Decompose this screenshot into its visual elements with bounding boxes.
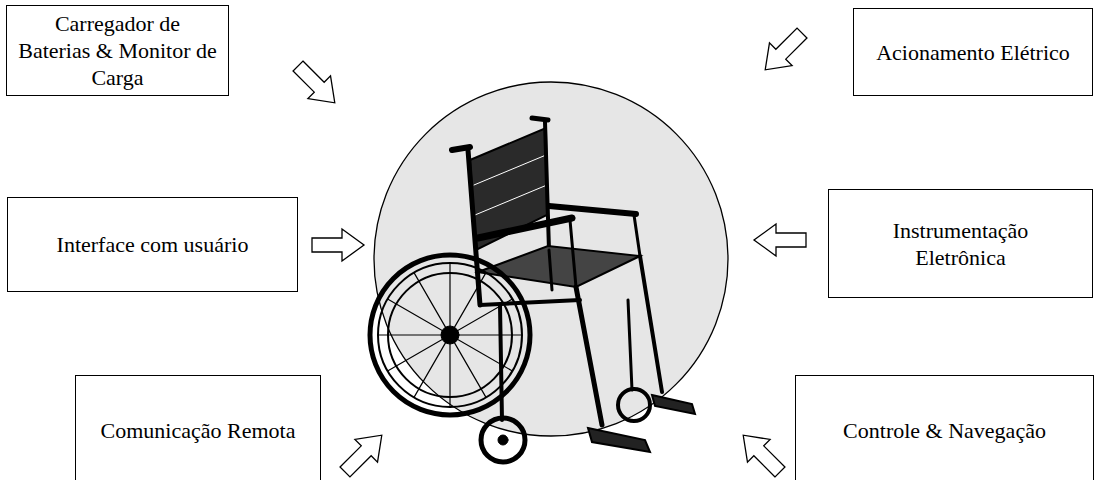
component-box: Controle & Navegação bbox=[795, 375, 1094, 480]
box-label: Carregador de Baterias & Monitor de Carg… bbox=[17, 10, 218, 91]
box-label: Interface com usuário bbox=[57, 231, 249, 258]
component-box: Comunicação Remota bbox=[75, 375, 321, 480]
wheelchair-drawing bbox=[370, 118, 695, 462]
box-label: Instrumentação Eletrônica bbox=[869, 217, 1052, 271]
box-label: Comunicação Remota bbox=[101, 417, 296, 444]
component-box: Acionamento Elétrico bbox=[853, 8, 1093, 96]
component-box: Carregador de Baterias & Monitor de Carg… bbox=[6, 5, 229, 96]
box-label: Controle & Navegação bbox=[843, 417, 1046, 444]
component-box: Instrumentação Eletrônica bbox=[828, 189, 1093, 298]
box-label: Acionamento Elétrico bbox=[876, 39, 1070, 66]
block-arrows bbox=[287, 22, 814, 480]
component-box: Interface com usuário bbox=[7, 197, 298, 292]
